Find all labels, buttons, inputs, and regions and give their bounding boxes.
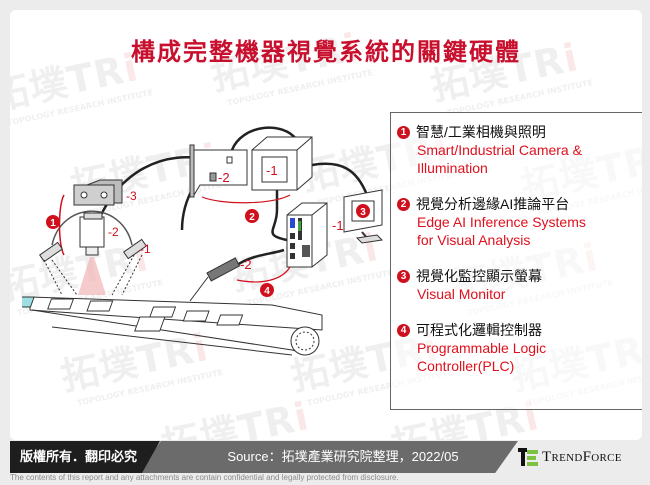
- legend-en-label: Programmable Logic Controller(PLC): [417, 340, 547, 374]
- machine-vision-diagram: -3 -2 -1 -2: [22, 126, 384, 356]
- light-source-box: [73, 179, 123, 206]
- number-3-icon: 3: [397, 269, 410, 283]
- industrial-camera: [79, 212, 105, 256]
- number-1-icon: 1: [397, 125, 410, 139]
- svg-text:4: 4: [264, 286, 270, 297]
- legend-en-label: Smart/Industrial Camera & Illumination: [417, 142, 582, 176]
- host-pc: [251, 136, 313, 191]
- svg-text:3: 3: [360, 207, 366, 218]
- svg-text:-1: -1: [266, 163, 278, 178]
- legend-en-label: Visual Monitor: [417, 286, 506, 302]
- callout-2-badge: 2: [245, 209, 259, 223]
- legend-item-monitor: 3 視覺化監控顯示螢幕 Visual Monitor: [397, 267, 542, 303]
- monitor-cable: [311, 162, 369, 196]
- legend-item-plc: 4 可程式化邏輯控制器 Programmable Logic Controller…: [397, 321, 546, 375]
- capture-card: [189, 144, 248, 198]
- legend-item-camera: 1 智慧/工業相機與照明 Smart/Industrial Camera & Il…: [397, 123, 582, 177]
- svg-text:-1: -1: [140, 242, 151, 256]
- legend-item-edge-ai: 2 視覺分析邊緣AI推論平台 Edge AI Inference Systems …: [397, 195, 586, 249]
- svg-text:1: 1: [50, 218, 56, 229]
- photo-sensor: [189, 257, 241, 302]
- svg-text:-1: -1: [332, 218, 344, 233]
- svg-text:-2: -2: [108, 225, 119, 239]
- legend-zh-label: 視覺化監控顯示螢幕: [416, 268, 542, 284]
- legend-en-label: Edge AI Inference Systems for Visual Ana…: [417, 214, 586, 248]
- disclaimer-text: The contents of this report and any atta…: [10, 473, 399, 482]
- svg-text:-2: -2: [240, 257, 252, 272]
- callout-4-badge: 4: [260, 283, 274, 297]
- legend-box: 1 智慧/工業相機與照明 Smart/Industrial Camera & Il…: [390, 112, 642, 410]
- callout-1-badge: 1: [46, 215, 60, 229]
- trendforce-wordmark: TRENDFORCE: [542, 448, 622, 465]
- legend-zh-label: 智慧/工業相機與照明: [416, 124, 546, 140]
- trendforce-logo-icon: [518, 448, 538, 466]
- number-2-icon: 2: [397, 197, 410, 211]
- legend-zh-label: 視覺分析邊緣AI推論平台: [416, 196, 570, 212]
- number-4-icon: 4: [397, 323, 410, 337]
- svg-text:-2: -2: [218, 170, 230, 185]
- trendforce-logo: TRENDFORCE: [510, 441, 642, 473]
- svg-text:-3: -3: [126, 189, 137, 203]
- conveyor-belt: [22, 296, 323, 356]
- page-title: 構成完整機器視覺系統的關鍵硬體: [131, 37, 521, 66]
- callout-3-badge: 3: [356, 204, 370, 218]
- pc-cable: [230, 126, 298, 151]
- legend-zh-label: 可程式化邏輯控制器: [416, 322, 542, 338]
- svg-text:2: 2: [249, 212, 255, 223]
- footer-bar: Source：拓墣產業研究院整理，2022/05 版權所有．翻印必究 TREND…: [10, 441, 642, 473]
- copyright-notice: 版權所有．翻印必究: [10, 441, 160, 473]
- source-note: Source：拓墣產業研究院整理，2022/05: [138, 441, 518, 473]
- edge-ai-controller: [286, 202, 328, 268]
